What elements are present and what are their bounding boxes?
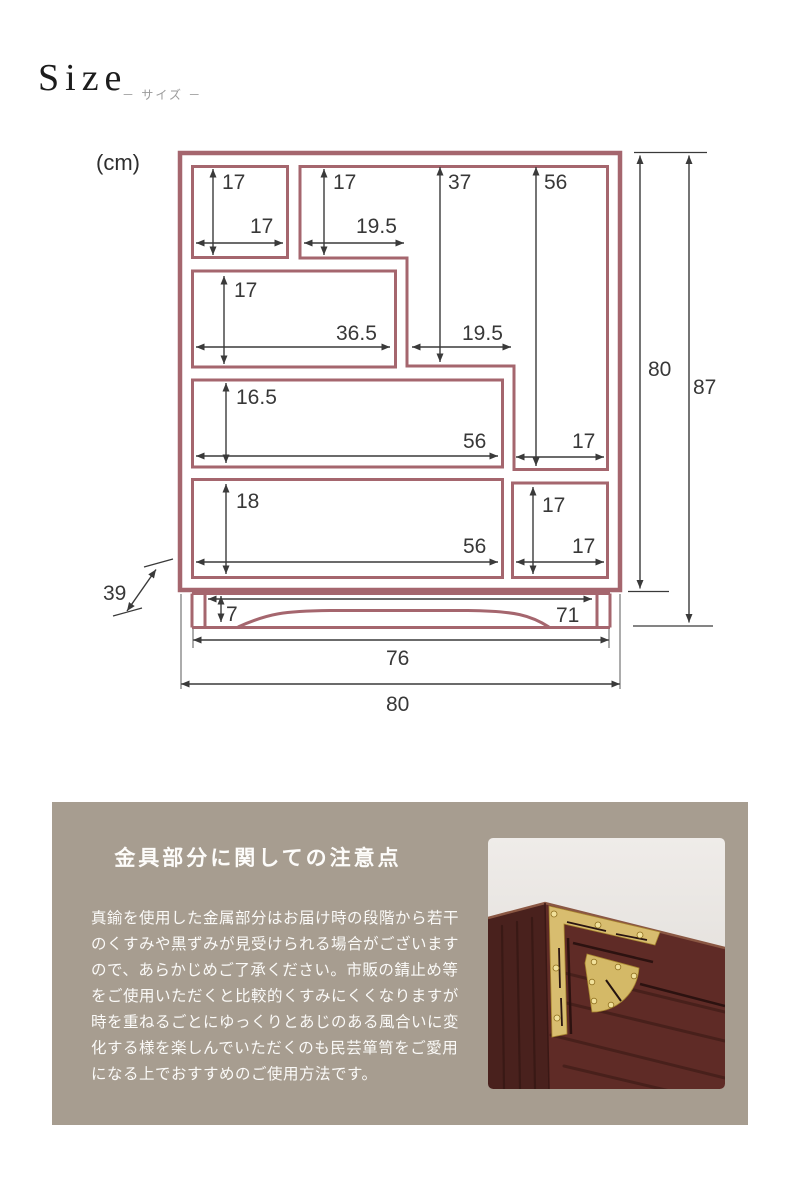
corner-fitting-photo	[488, 838, 725, 1089]
compartment-top-left	[191, 165, 289, 259]
dim-shelf1-width: 36.5	[336, 322, 377, 345]
drawer-gap-line	[639, 982, 725, 1008]
cabinet-base	[190, 592, 612, 629]
notice-line: ので、あらかじめご了承ください。市販の錆止め等	[91, 962, 459, 979]
notice-line: のくすみや黒ずみが見受けられる場合がございます	[91, 936, 460, 953]
dim-total-height: 87	[693, 376, 716, 399]
section-title: Size	[38, 57, 128, 99]
dim-base-height: 7	[226, 603, 238, 626]
rivets	[550, 910, 644, 1022]
notice-line: 真鍮を使用した金属部分はお届け時の段階から若干	[91, 910, 460, 927]
cabinet-outline	[177, 150, 623, 629]
dim-top-mid-height: 17	[333, 171, 356, 194]
notice-title: 金具部分に関しての注意点	[114, 847, 402, 870]
dim-top-left-height: 17	[222, 171, 245, 194]
brass-corner-plate	[548, 905, 661, 1038]
compartment-staircase	[298, 165, 609, 471]
dim-mid-width: 19.5	[462, 322, 503, 345]
dim-shelf1-height: 17	[234, 279, 257, 302]
wood-side-face	[488, 903, 549, 1089]
notice-line: 化する様を楽しんでいただくのも民芸箪笥をご愛用	[91, 1040, 459, 1057]
rivets	[588, 958, 638, 1009]
wood-grain	[500, 916, 725, 1089]
dim-right-width: 17	[572, 430, 595, 453]
dim-shelf2-width: 56	[463, 430, 486, 453]
size-diagram: (cm) 17 17 17 19.5 37 19.5 56 17 17 36.5…	[96, 150, 716, 716]
base-arch	[237, 609, 550, 629]
notice-panel: 金具部分に関しての注意点 真鍮を使用した金属部分はお届け時の段階から若干 のくす…	[52, 802, 748, 1125]
dim-drawer-width: 56	[463, 535, 486, 558]
dim-top-mid-width: 19.5	[356, 215, 397, 238]
dim-bottom-right-height: 17	[542, 494, 565, 517]
notice-line: 時を重ねるごとにゆっくりとあじのある風合いに変	[91, 1014, 460, 1031]
notice-body: 真鍮を使用した金属部分はお届け時の段階から若干 のくすみや黒ずみが見受けられる場…	[91, 906, 471, 1088]
dim-depth: 39	[103, 582, 126, 605]
dimension-lines	[112, 151, 713, 689]
dim-right-height: 56	[544, 171, 567, 194]
dim-drawer-height: 18	[236, 490, 259, 513]
dim-total-width: 80	[386, 693, 409, 716]
section-subtitle: － サイズ －	[122, 88, 203, 102]
compartment-bottom-right	[511, 481, 609, 579]
dim-mid-height: 37	[448, 171, 471, 194]
notice-line: をご使用いただくと比較的くすみにくくなりますが	[91, 988, 459, 1005]
dim-bottom-right-width: 17	[572, 535, 595, 558]
dim-body-height: 80	[648, 358, 671, 381]
wood-front-face	[545, 903, 725, 1089]
compartment-shelf-365	[191, 269, 397, 369]
unit-label: (cm)	[96, 150, 140, 175]
brass-fan-plate	[584, 953, 640, 1013]
notice-line: になる上でおすすめのご使用方法です。	[91, 1066, 378, 1083]
compartment-drawer-18	[191, 478, 504, 579]
dim-shelf2-height: 16.5	[236, 386, 277, 409]
dim-base-inner-width: 71	[556, 604, 579, 627]
compartment-shelf-165	[191, 378, 504, 469]
dim-top-left-width: 17	[250, 215, 273, 238]
dim-base-width: 76	[386, 647, 409, 670]
